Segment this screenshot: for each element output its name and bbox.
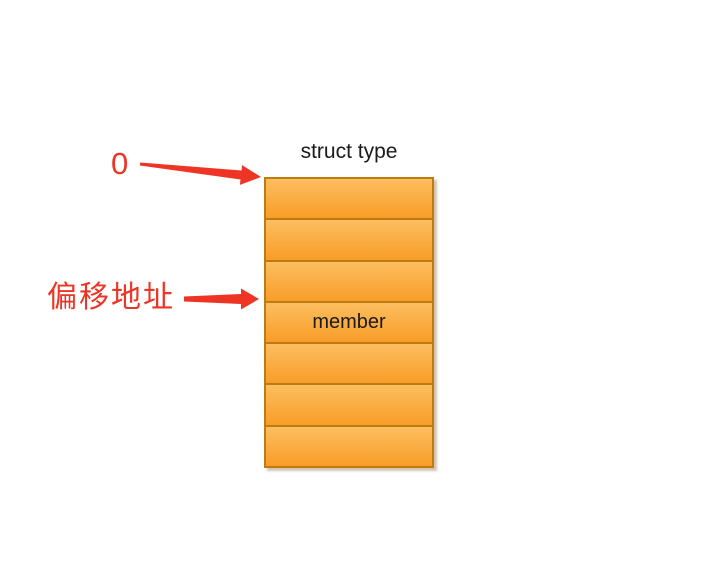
offset-arrow-icon [184,288,259,310]
struct-cell [266,385,432,427]
struct-stack: member [264,177,434,468]
struct-cell-member: member [266,302,432,345]
offset-address-label: 偏移地址 [47,281,175,314]
zero-arrow-icon [139,162,261,185]
struct-cell [266,344,432,386]
struct-cell [266,426,432,466]
zero-offset-label: 0 [111,146,129,181]
struct-cell [266,261,432,303]
struct-cell [266,220,432,262]
struct-cell [266,179,432,221]
struct-type-title: struct type [300,140,398,163]
